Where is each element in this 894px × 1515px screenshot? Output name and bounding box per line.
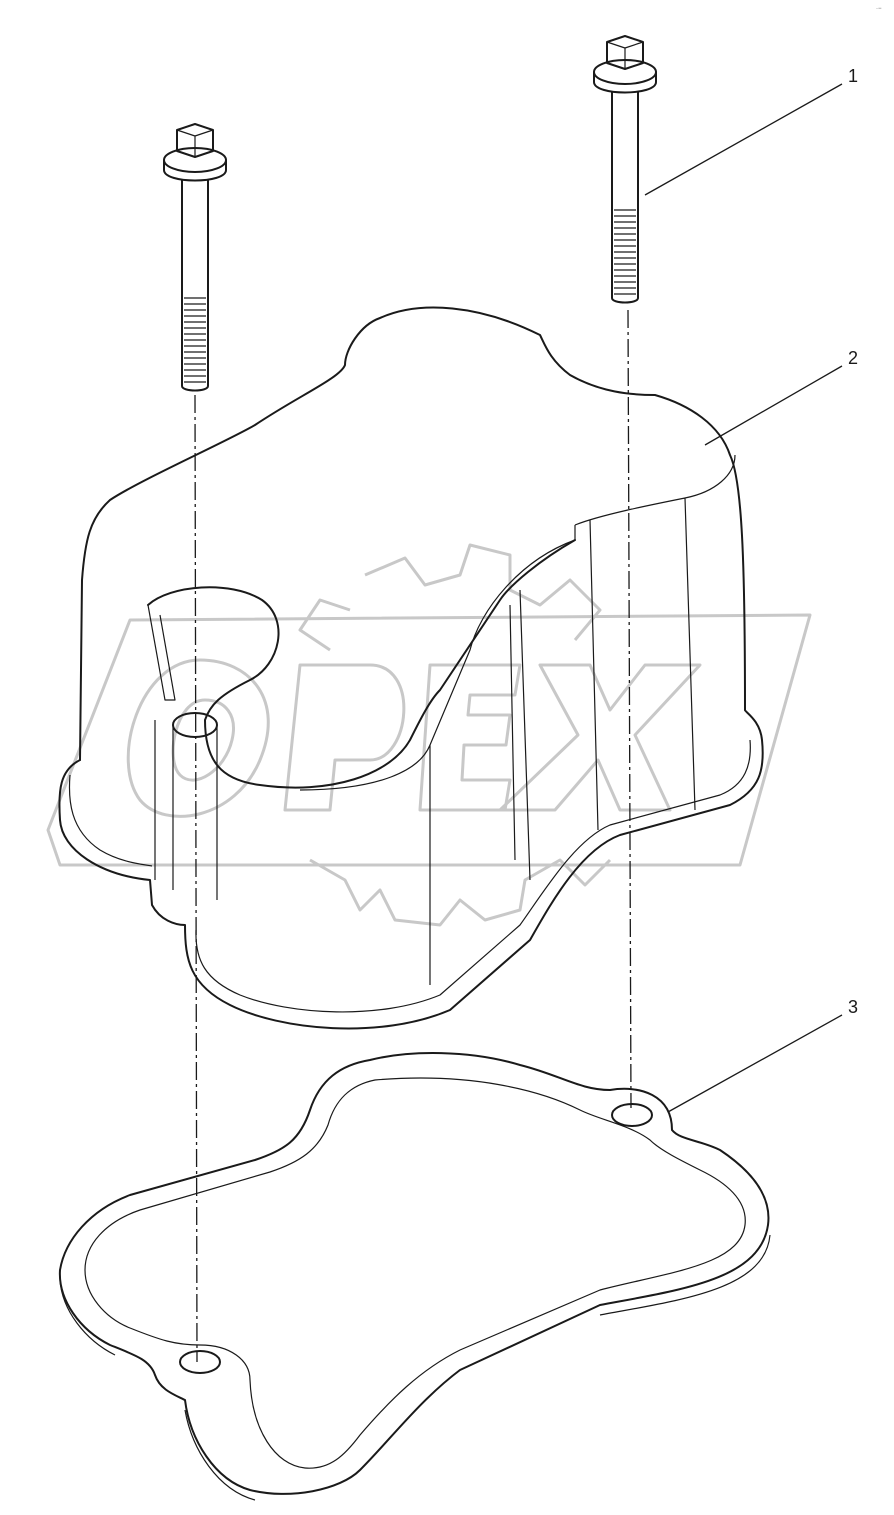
watermark-letter-e [418,663,522,812]
watermark-letter-x [498,663,702,812]
corner-mark: ·− [876,6,882,12]
gasket-inner [84,1077,746,1469]
watermark-ring [46,613,812,867]
bolt-left [163,123,227,392]
bolt-item-1 [593,35,657,304]
cover-bolt-hole-left [172,712,218,738]
gasket-bolt-hole-left [179,1350,221,1374]
cover-flange-outer [58,709,764,1030]
assembly-center-lines [194,309,632,1363]
leader-line-3 [667,1014,843,1113]
cover-rib-lines [299,454,736,985]
watermark-letter-p [283,663,406,812]
callout-label-3: 3 [848,997,858,1017]
watermark-letter-o [126,658,270,818]
gasket-item-3 [58,1052,771,1501]
leader-line-2 [704,365,843,446]
gasket-edge-thickness [59,1234,771,1501]
callout-label-1: 1 [848,66,858,86]
leader-line-1 [644,83,843,196]
callout-label-2: 2 [848,348,858,368]
watermark-logo [46,543,812,927]
cover-flange-inner [68,739,751,1013]
cover-bolt-boss-cutout [147,539,576,789]
watermark-gear [298,543,612,927]
valve-cover-item-2 [58,306,764,1030]
cover-top-outline [79,306,746,761]
gasket-bolt-hole-right [611,1103,653,1127]
callouts: 1 2 3 [644,66,858,1113]
gasket-outer [58,1052,770,1495]
